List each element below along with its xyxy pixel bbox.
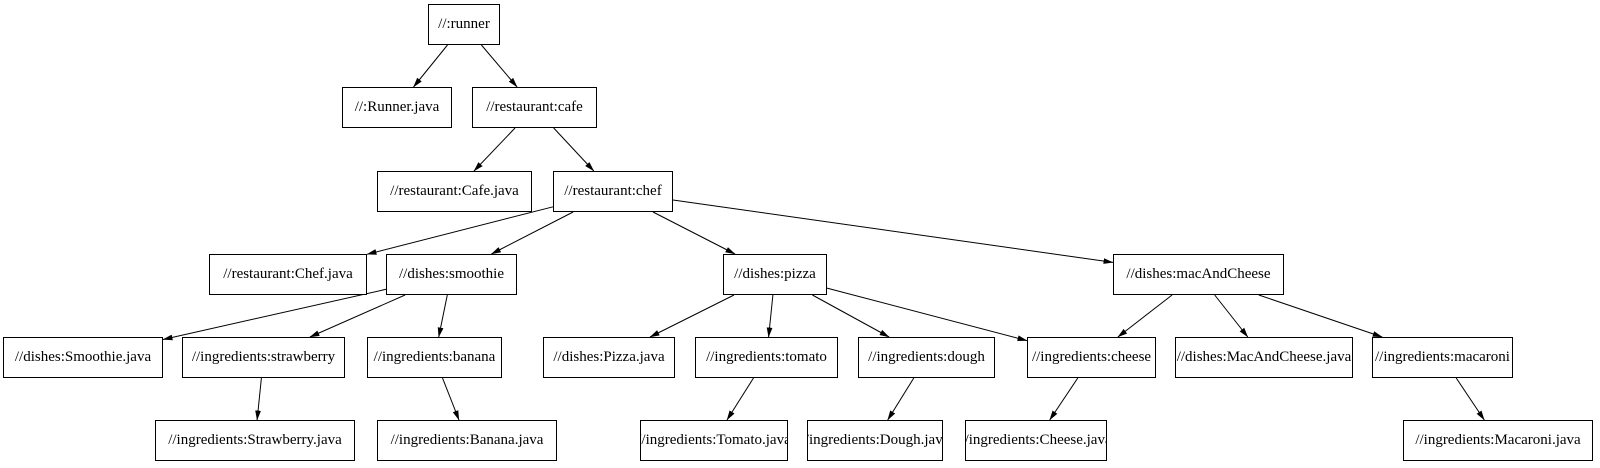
graph-node-runner_java: //:Runner.java [342, 87, 452, 128]
graph-edge-runner-to-runner_java [413, 44, 448, 88]
graph-edge-pizza-to-tomato [766, 294, 774, 338]
graph-node-tomato_java: //ingredients:Tomato.java [640, 420, 788, 461]
graph-edge-chef-to-pizza [652, 211, 736, 255]
graph-node-cafe: //restaurant:cafe [472, 87, 597, 128]
graph-edge-macaroni-to-macaroni_java [1455, 377, 1485, 421]
graph-node-banana_java: //ingredients:Banana.java [377, 420, 557, 461]
graph-edge-smoothie-to-banana [437, 294, 448, 338]
graph-node-macandcheese_java: //dishes:MacAndCheese.java [1175, 337, 1353, 378]
graph-node-macaroni: //ingredients:macaroni [1372, 337, 1513, 378]
graph-node-dough_java: //ingredients:Dough.java [807, 420, 943, 461]
graph-node-runner: //:runner [428, 4, 500, 45]
graph-edge-smoothie-to-smoothie_java [162, 288, 387, 341]
graph-edge-strawberry-to-strawberry_java [255, 377, 262, 421]
graph-edge-chef-to-macandcheese [672, 199, 1114, 264]
graph-node-chef: //restaurant:chef [553, 171, 673, 212]
graph-node-banana: //ingredients:banana [367, 337, 502, 378]
graph-node-pizza_java: //dishes:Pizza.java [543, 337, 675, 378]
graph-node-dough: //ingredients:dough [858, 337, 995, 378]
graph-node-macaroni_java: //ingredients:Macaroni.java [1403, 420, 1593, 461]
graph-node-strawberry: //ingredients:strawberry [182, 337, 345, 378]
graph-edge-pizza-to-dough [812, 294, 890, 338]
graph-edge-smoothie-to-strawberry [309, 294, 406, 338]
graph-edge-banana-to-banana_java [442, 377, 460, 421]
graph-edge-pizza-to-pizza_java [649, 294, 735, 338]
graph-edge-macandcheese-to-macandcheese_java [1214, 294, 1249, 338]
graph-node-smoothie: //dishes:smoothie [386, 254, 517, 295]
graph-edge-tomato-to-tomato_java [726, 377, 754, 421]
graph-node-cheese_java: //ingredients:Cheese.java [965, 420, 1107, 461]
graph-node-macandcheese: //dishes:macAndCheese [1113, 254, 1284, 295]
graph-edge-cheese-to-cheese_java [1049, 377, 1079, 421]
graph-node-chef_java: //restaurant:Chef.java [209, 254, 367, 295]
graph-edge-cafe-to-cafe_java [473, 127, 516, 172]
graph-node-cafe_java: //restaurant:Cafe.java [377, 171, 532, 212]
graph-node-cheese: //ingredients:cheese [1027, 337, 1156, 378]
graph-node-smoothie_java: //dishes:Smoothie.java [3, 337, 163, 378]
graph-edge-dough-to-dough_java [887, 377, 915, 421]
graph-node-tomato: //ingredients:tomato [695, 337, 838, 378]
graph-edge-macandcheese-to-macaroni [1258, 294, 1383, 338]
graph-edge-runner-to-cafe [481, 44, 518, 88]
graph-edge-cafe-to-chef [553, 127, 595, 172]
graph-node-strawberry_java: //ingredients:Strawberry.java [155, 420, 355, 461]
graph-edge-macandcheese-to-cheese [1117, 294, 1173, 338]
graph-edge-chef-to-chef_java [366, 206, 554, 255]
graph-edge-chef-to-smoothie [490, 211, 574, 255]
graph-edge-pizza-to-cheese [826, 287, 1028, 342]
graph-node-pizza: //dishes:pizza [723, 254, 827, 295]
